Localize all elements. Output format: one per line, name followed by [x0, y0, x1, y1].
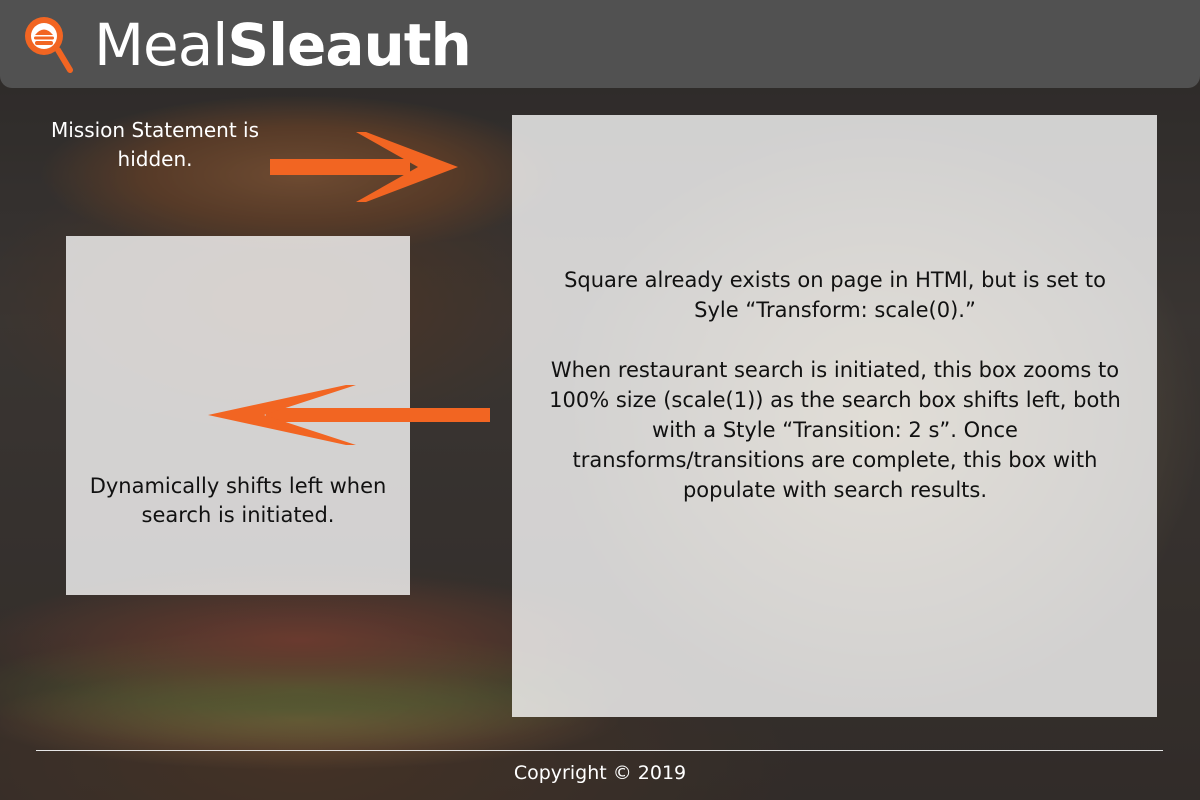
magnifier-burger-icon[interactable]: [22, 14, 74, 76]
results-annotation-paragraph-1: Square already exists on page in HTMl, b…: [564, 268, 1106, 322]
search-box-annotation: Dynamically shifts left when search is i…: [89, 474, 387, 527]
copyright-text: Copyright © 2019: [513, 762, 687, 784]
brand-part-sleauth: Sleauth: [227, 11, 471, 79]
site-header: MealSleauth: [0, 0, 1200, 88]
brand-wordmark[interactable]: MealSleauth: [94, 10, 472, 80]
search-results-annotation: Square already exists on page in HTMl, b…: [540, 265, 1130, 505]
arrow-right-icon: [270, 132, 458, 202]
footer-divider: [36, 750, 1163, 751]
results-annotation-paragraph-2: When restaurant search is initiated, thi…: [549, 358, 1121, 502]
brand-part-meal: Meal: [94, 11, 228, 79]
search-results-panel: [512, 115, 1157, 717]
arrow-left-icon: [208, 385, 490, 445]
mission-statement-annotation: Mission Statement is hidden.: [50, 118, 260, 171]
